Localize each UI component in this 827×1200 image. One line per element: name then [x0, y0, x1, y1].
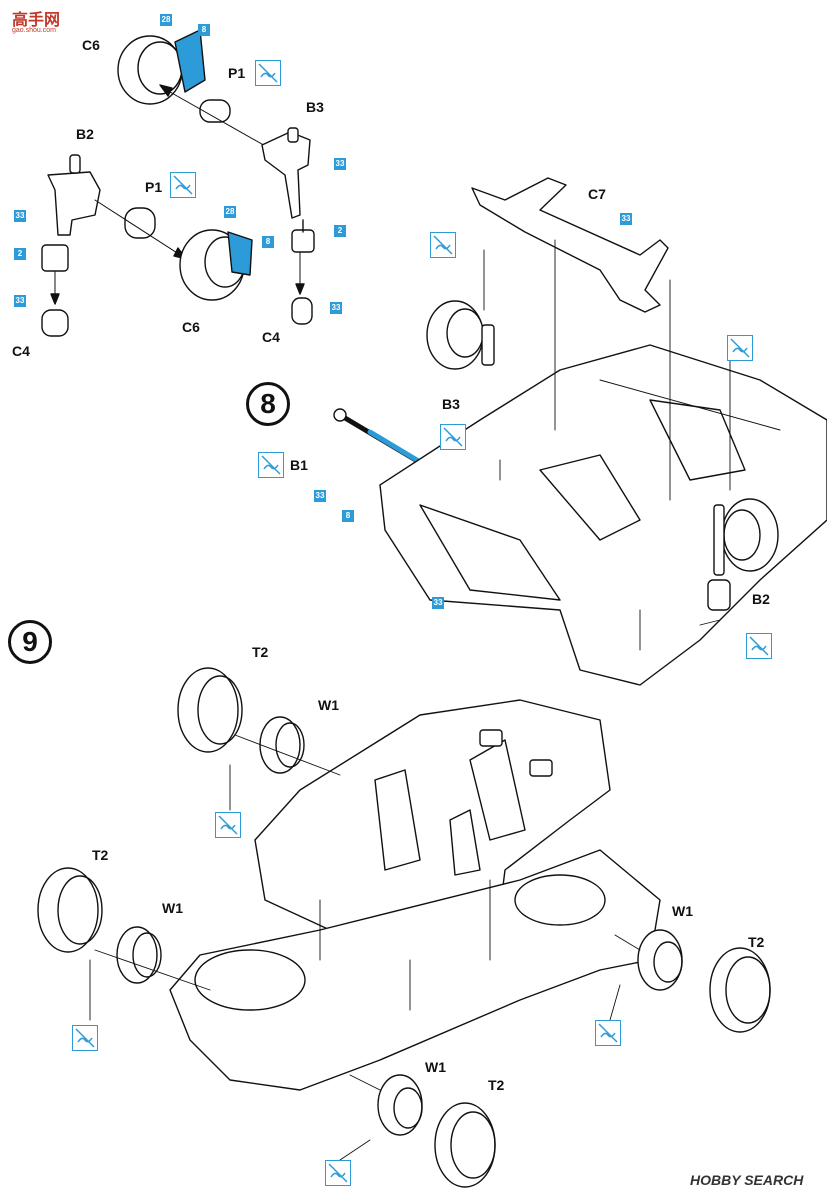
watermark-hobbysearch: HOBBY SEARCH	[690, 1172, 804, 1188]
tire-t2-ml	[37, 867, 103, 953]
no-cement-icon	[255, 60, 281, 86]
step-number-9: 9	[8, 620, 52, 664]
part-label-b2: B2	[76, 126, 94, 142]
spacer-p1-left	[124, 207, 156, 239]
no-cement-icon	[595, 1020, 621, 1046]
part-label-b3: B3	[306, 99, 324, 115]
step-number-8: 8	[246, 382, 290, 426]
paint-code-badge: 33	[14, 210, 26, 222]
hub-step8-left	[426, 300, 484, 370]
chassis-step9	[169, 849, 661, 1091]
no-cement-icon	[325, 1160, 351, 1186]
strut-b3-top	[261, 127, 315, 325]
wheel-w1-tl	[259, 716, 305, 774]
paint-code-badge: 33	[14, 295, 26, 307]
part-label-t2: T2	[488, 1077, 505, 1093]
wheel-w1-r	[637, 929, 683, 991]
paint-code-badge: 8	[342, 510, 354, 522]
hub-c6-left	[179, 229, 253, 301]
paint-code-badge: 28	[224, 206, 236, 218]
hub-step8-right	[721, 498, 779, 572]
crossmember-c7	[471, 177, 669, 313]
tire-t2-b	[434, 1102, 496, 1188]
part-label-c6: C6	[82, 37, 100, 53]
tire-t2-tl	[177, 667, 243, 753]
part-label-w1: W1	[318, 697, 339, 713]
spacer-p1-top	[199, 99, 231, 123]
part-label-t2: T2	[252, 644, 269, 660]
strut-b2-step8	[707, 504, 731, 611]
tire-t2-r	[709, 947, 771, 1033]
paint-code-badge: 8	[262, 236, 274, 248]
part-label-w1: W1	[425, 1059, 446, 1075]
part-label-b3: B3	[442, 396, 460, 412]
paint-code-badge: 33	[334, 158, 346, 170]
part-label-c4: C4	[262, 329, 280, 345]
part-label-c6: C6	[182, 319, 200, 335]
wheel-w1-b	[377, 1074, 423, 1136]
part-label-w1: W1	[162, 900, 183, 916]
watermark-logo-url: gao.shou.com	[12, 27, 56, 34]
interior-tub	[254, 699, 611, 961]
no-cement-icon	[72, 1025, 98, 1051]
part-label-w1: W1	[672, 903, 693, 919]
paint-code-badge: 2	[14, 248, 26, 260]
paint-code-badge: 33	[314, 490, 326, 502]
part-label-p1: P1	[228, 65, 246, 81]
paint-code-badge: 33	[620, 213, 632, 225]
no-cement-icon	[746, 633, 772, 659]
part-label-c4: C4	[12, 343, 30, 359]
part-label-t2: T2	[748, 934, 765, 950]
no-cement-icon	[440, 424, 466, 450]
part-label-c7: C7	[588, 186, 606, 202]
no-cement-icon	[258, 452, 284, 478]
no-cement-icon	[215, 812, 241, 838]
part-label-b1: B1	[290, 457, 308, 473]
paint-code-badge: 28	[160, 14, 172, 26]
strut-b2-left	[41, 154, 101, 337]
no-cement-icon	[430, 232, 456, 258]
no-cement-icon	[170, 172, 196, 198]
no-cement-icon	[727, 335, 753, 361]
paint-code-badge: 8	[198, 24, 210, 36]
paint-code-badge: 2	[334, 225, 346, 237]
part-label-p1: P1	[145, 179, 163, 195]
part-label-b2: B2	[752, 591, 770, 607]
part-label-t2: T2	[92, 847, 109, 863]
paint-code-badge: 33	[330, 302, 342, 314]
hub-c6-top	[117, 29, 206, 105]
watermark-logo-cn: 高手网	[12, 12, 61, 29]
paint-code-badge: 33	[432, 597, 444, 609]
wheel-w1-ml	[116, 926, 162, 984]
